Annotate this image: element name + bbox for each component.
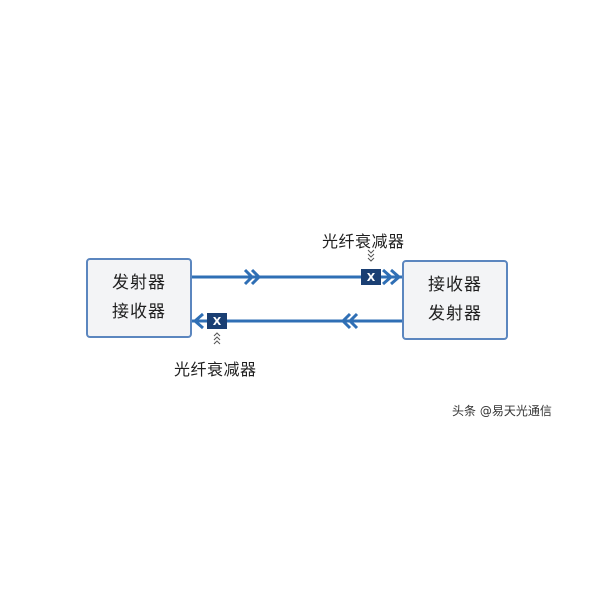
attenuator-top-label: 光纤衰减器	[322, 232, 405, 251]
chevron-down-icon	[367, 257, 375, 262]
chevron-right-icon	[382, 268, 394, 286]
left-device-line-1: 发射器	[112, 273, 166, 294]
chevron-up-icon	[213, 336, 221, 341]
left-device-box: 发射器 接收器	[86, 258, 192, 338]
fiber-link-top: X	[192, 249, 402, 286]
right-device-line-1: 接收器	[428, 275, 482, 296]
chevron-down-icon	[367, 249, 375, 254]
arrowhead-right-icon	[390, 268, 402, 286]
watermark-text: 头条 @易天光通信	[452, 404, 552, 418]
arrowhead-left-icon	[192, 312, 204, 330]
chevron-right-icon	[243, 268, 255, 286]
right-device-line-2: 发射器	[428, 304, 482, 324]
chevron-up-icon	[213, 340, 221, 345]
fiber-link-bottom: X	[192, 312, 402, 345]
right-device-box: 接收器 发射器	[402, 260, 508, 340]
attenuator-bottom-marker: X	[213, 315, 222, 328]
attenuator-top-block	[361, 269, 381, 285]
chevron-left-icon	[347, 312, 359, 330]
attenuator-bottom-block	[207, 313, 227, 329]
left-device-line-2: 接收器	[112, 302, 166, 322]
chevron-down-icon	[367, 253, 375, 258]
attenuator-bottom-label: 光纤衰减器	[174, 360, 257, 379]
attenuator-top-marker: X	[367, 271, 376, 284]
chevron-up-icon	[213, 332, 221, 337]
chevron-right-icon	[250, 268, 262, 286]
chevron-left-icon	[340, 312, 352, 330]
